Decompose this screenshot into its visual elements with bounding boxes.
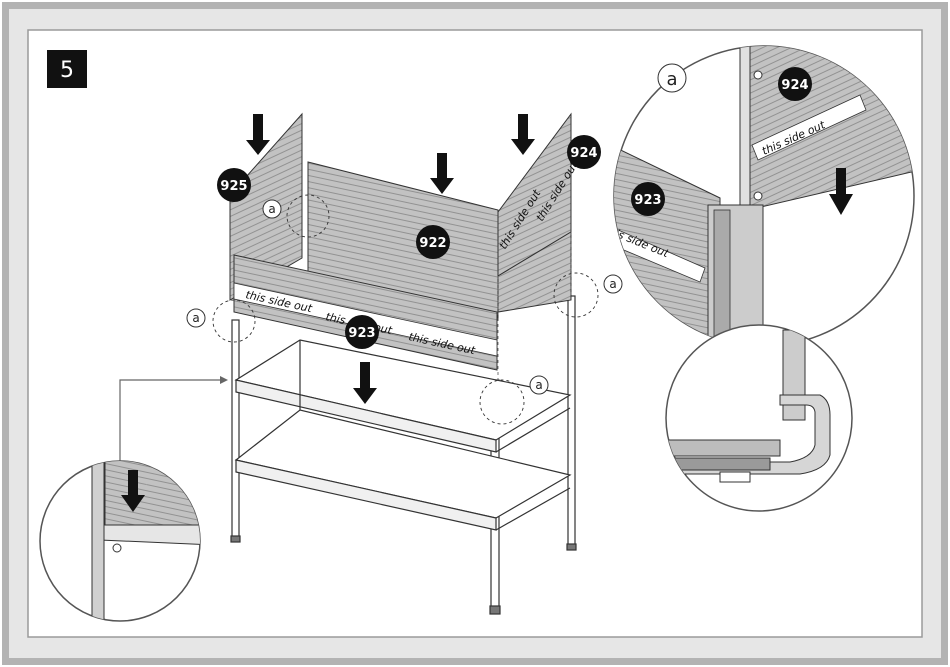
callout-925: 925 [217,168,251,202]
detail-tag-4: a [530,376,548,394]
svg-text:923: 923 [348,326,375,341]
svg-text:a: a [535,378,542,392]
svg-text:a: a [666,69,677,90]
detail-tag-2: a [604,275,622,293]
svg-text:923: 923 [634,193,661,208]
svg-text:922: 922 [419,236,446,251]
svg-text:924: 924 [781,78,808,93]
callout-924: 924 [567,135,601,169]
svg-text:a: a [609,277,616,291]
svg-text:924: 924 [570,146,597,161]
step-number: 5 [60,58,74,83]
callout-922: 922 [416,225,450,259]
svg-text:a: a [192,311,199,325]
detail-tag-1: a [263,200,281,218]
callout-923: 923 [345,315,379,349]
detail-callout-923: 923 [631,182,665,216]
svg-text:a: a [268,202,275,216]
detail-callout-924: 924 [778,67,812,101]
svg-text:925: 925 [220,179,247,194]
detail-tag-3: a [187,309,205,327]
